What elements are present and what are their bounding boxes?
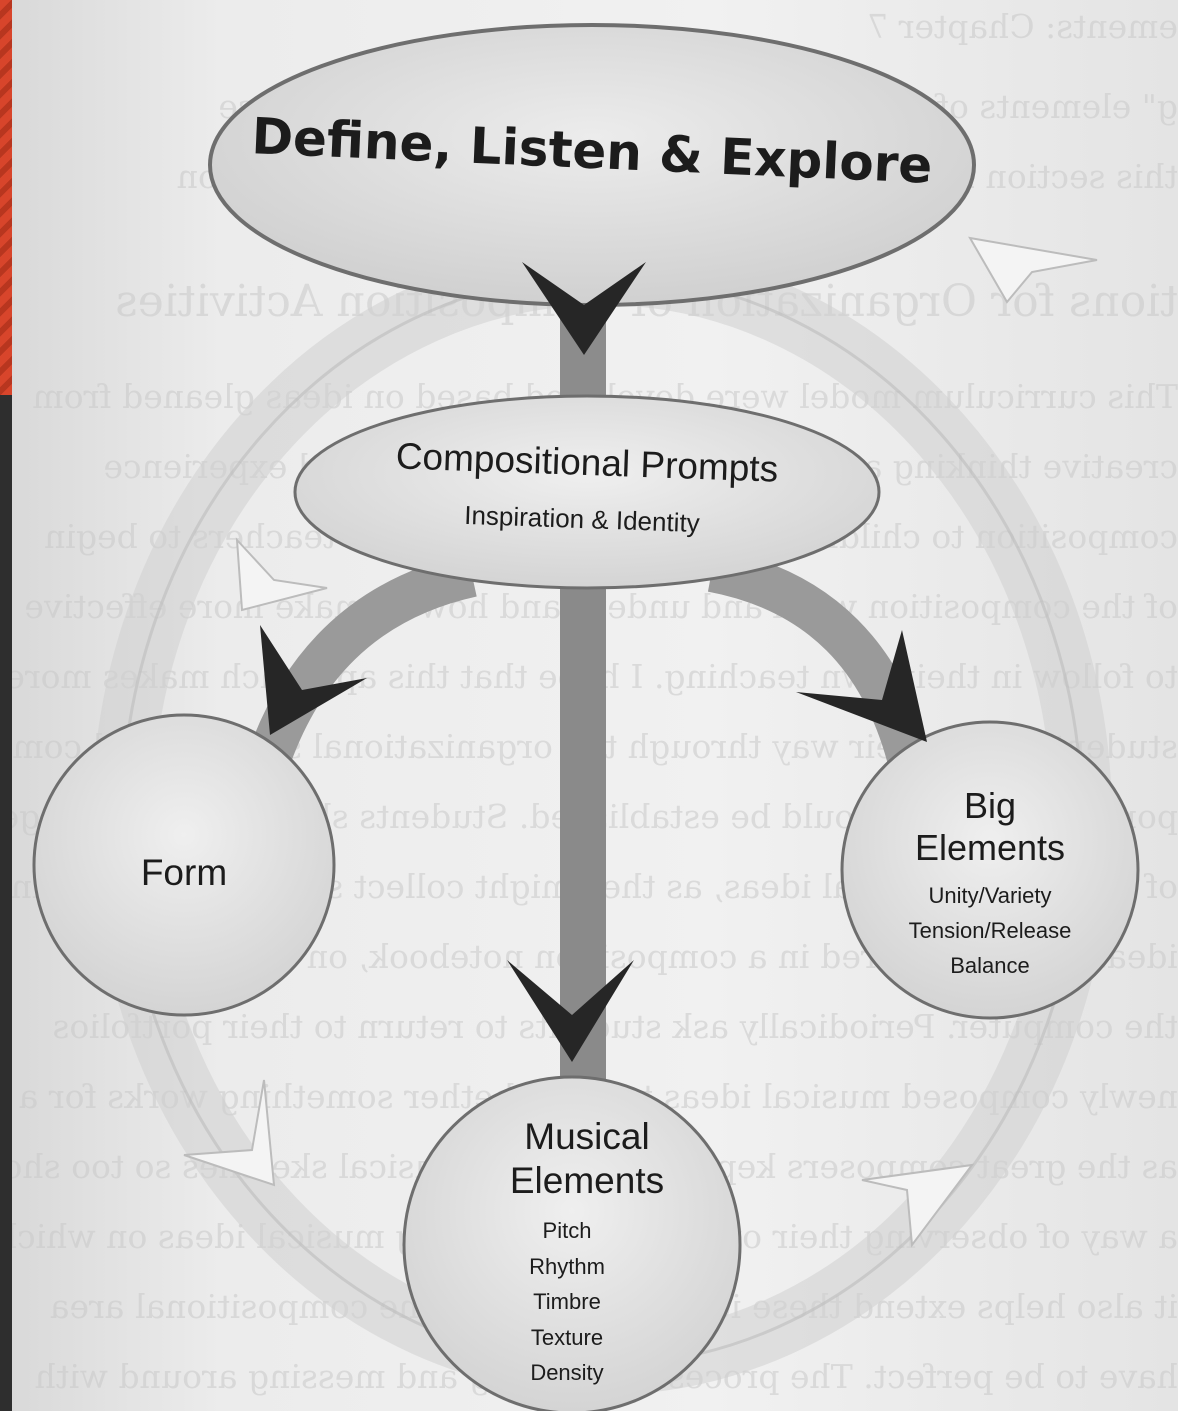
musical-elements-item: Timbre [533,1289,601,1314]
arrowhead-center [507,960,634,1062]
form-title: Form [140,852,228,893]
node-big-elements [840,720,1140,1020]
cycle-diagram [32,23,1140,1411]
book-page: ements: Chapter 7 g" elements of tension… [12,0,1178,1411]
connector-right-arc [707,548,934,776]
node-musical-elements [402,1075,742,1411]
musical-elements-item: Texture [530,1324,604,1350]
node-compositional-prompts [293,394,881,590]
musical-elements-items: Pitch Rhythm Timbre Texture Density [482,1213,652,1391]
red-stripe [0,0,12,395]
big-elements-item: Unity/Variety [928,883,1052,908]
musical-elements-item: Density [530,1360,604,1385]
musical-elements-item: Pitch [542,1218,592,1243]
big-elements-items: Unity/Variety Tension/Release Balance [872,878,1108,983]
cycle-arrow-left [235,537,328,612]
node-form [32,713,336,1017]
arrowhead-top [522,262,646,355]
big-elements-item: Tension/Release [908,918,1072,943]
cycle-arrow-lower-right [861,1163,975,1248]
left-edge-strip [0,0,12,1411]
musical-elements-title-line1: Musical [524,1116,650,1157]
big-elements-title-line1: Big [963,785,1017,826]
cycle-arrow-lower-left [183,1079,276,1187]
big-elements-title: Big Elements [872,785,1108,869]
big-elements-title-line2: Elements [914,827,1066,868]
connector-left-arc [240,553,477,787]
arrowhead-right [796,630,927,742]
cycle-arrow-upper-right [968,236,1098,304]
musical-elements-title: Musical Elements [452,1115,722,1203]
musical-elements-title-line2: Elements [509,1160,665,1201]
musical-elements-item: Rhythm [529,1253,605,1279]
arrowhead-left [260,625,367,735]
big-elements-item: Balance [950,953,1030,978]
